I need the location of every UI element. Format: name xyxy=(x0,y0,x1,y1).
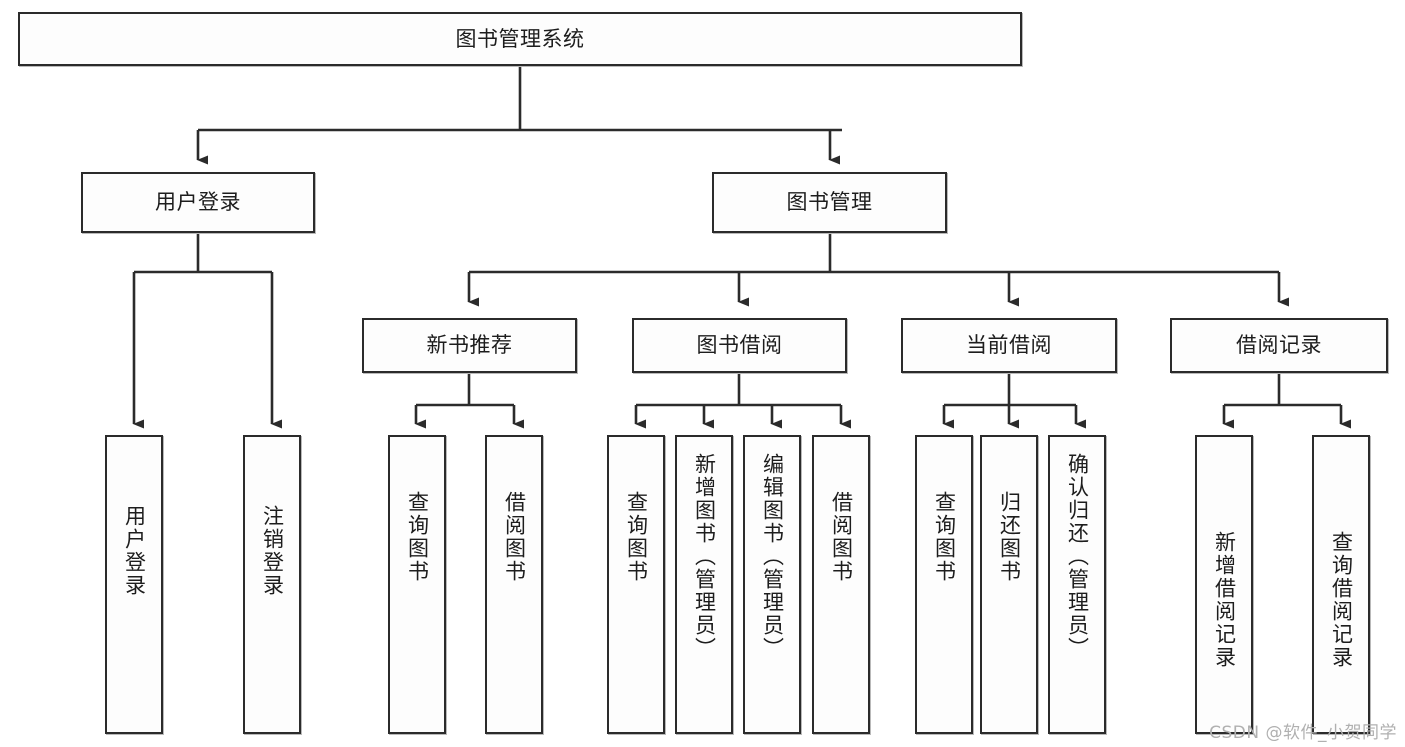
node-user-login[interactable]: 用户登录 xyxy=(81,172,315,233)
leaf-query-book-bb[interactable]: 查询图书 xyxy=(607,435,665,734)
node-root-book-management-system[interactable]: 图书管理系统 xyxy=(18,12,1022,66)
node-label: 查询图书 xyxy=(405,491,430,583)
leaf-return-book[interactable]: 归还图书 xyxy=(980,435,1038,734)
node-label: 用户登录 xyxy=(155,190,241,215)
node-label: 借阅记录 xyxy=(1236,333,1322,358)
leaf-confirm-return-admin[interactable]: 确认归还（管理员） xyxy=(1048,435,1106,734)
node-label: 图书管理系统 xyxy=(455,26,585,51)
leaf-logout[interactable]: 注销登录 xyxy=(243,435,301,734)
node-label: 当前借阅 xyxy=(966,333,1052,358)
node-label: 图书管理 xyxy=(786,190,873,215)
node-label: 图书借阅 xyxy=(696,333,783,358)
leaf-add-borrow-record[interactable]: 新增借阅记录 xyxy=(1195,435,1253,734)
node-label: 借阅图书 xyxy=(829,491,854,583)
node-book-management[interactable]: 图书管理 xyxy=(712,172,947,233)
node-borrow-record[interactable]: 借阅记录 xyxy=(1170,318,1388,373)
node-label: 确认归还（管理员） xyxy=(1065,453,1090,660)
node-label: 借阅图书 xyxy=(502,491,527,583)
leaf-query-borrow-record[interactable]: 查询借阅记录 xyxy=(1312,435,1370,734)
node-label: 注销登录 xyxy=(260,505,285,597)
leaf-borrow-book-bb[interactable]: 借阅图书 xyxy=(812,435,870,734)
node-label: 归还图书 xyxy=(997,491,1022,583)
node-label: 编辑图书（管理员） xyxy=(760,453,785,660)
leaf-borrow-book-nb[interactable]: 借阅图书 xyxy=(485,435,543,734)
watermark: CSDN @软件_小贺同学 xyxy=(1209,723,1397,743)
node-label: 新书推荐 xyxy=(426,333,513,358)
leaf-edit-book-admin[interactable]: 编辑图书（管理员） xyxy=(743,435,801,734)
node-label: 查询图书 xyxy=(624,491,649,583)
node-label: 查询图书 xyxy=(932,491,957,583)
leaf-user-login[interactable]: 用户登录 xyxy=(105,435,163,734)
node-current-borrow[interactable]: 当前借阅 xyxy=(901,318,1117,373)
leaf-add-book-admin[interactable]: 新增图书（管理员） xyxy=(675,435,733,734)
node-label: 新增借阅记录 xyxy=(1212,531,1237,669)
node-new-book-recommend[interactable]: 新书推荐 xyxy=(362,318,577,373)
node-label: 新增图书（管理员） xyxy=(692,453,717,660)
leaf-query-book-nb[interactable]: 查询图书 xyxy=(388,435,446,734)
node-book-borrow[interactable]: 图书借阅 xyxy=(632,318,847,373)
node-label: 用户登录 xyxy=(122,505,147,597)
node-label: 查询借阅记录 xyxy=(1329,531,1354,669)
leaf-query-book-cb[interactable]: 查询图书 xyxy=(915,435,973,734)
